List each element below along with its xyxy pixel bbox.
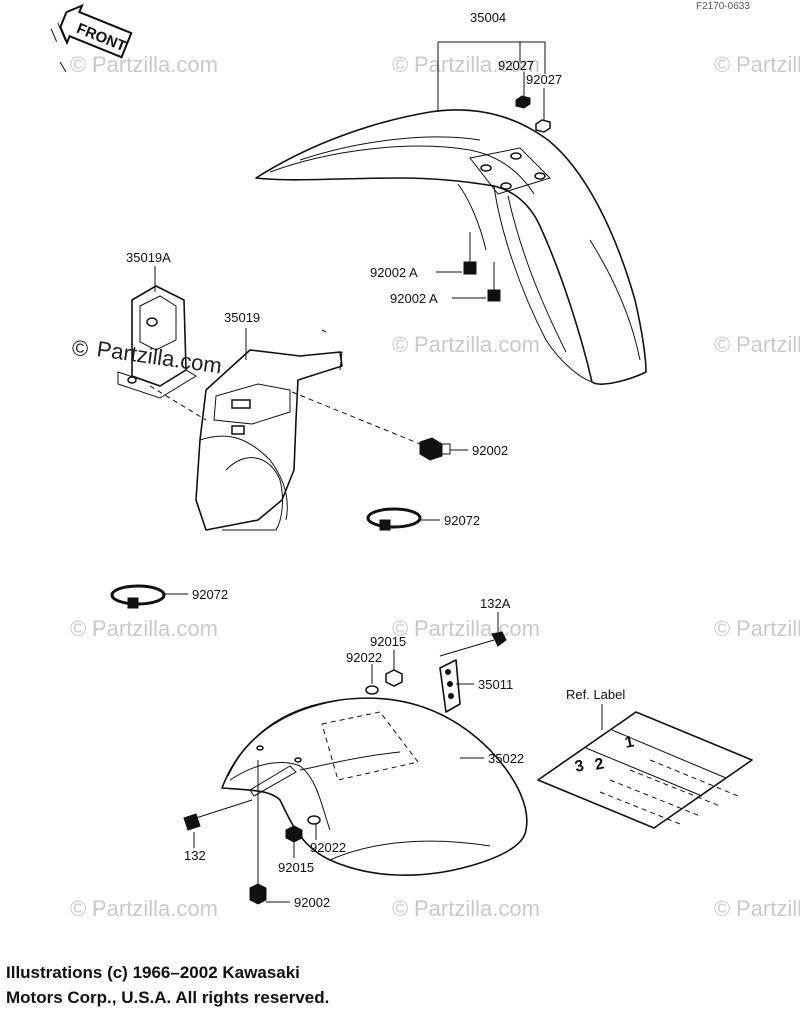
clamp-92072-icon bbox=[366, 507, 422, 531]
arrow-tick bbox=[59, 61, 67, 73]
part-132-label[interactable]: 132 bbox=[184, 848, 206, 863]
watermark-dark-text: Partzilla.com bbox=[95, 336, 223, 378]
watermark-symbol: © bbox=[392, 616, 408, 641]
watermark-text: Partzilla.com bbox=[414, 52, 540, 77]
ref-digit: 2 bbox=[593, 755, 605, 773]
assembly-line bbox=[291, 391, 421, 445]
part-35019-label[interactable]: 35019 bbox=[224, 310, 260, 325]
watermark-symbol: © bbox=[392, 332, 408, 357]
part-35011-label[interactable]: 35011 bbox=[478, 677, 513, 692]
ref-label-drawing: 3 2 1 bbox=[537, 711, 753, 829]
watermark-text: Partzilla.com bbox=[736, 52, 800, 77]
part-92015-label[interactable]: 92015 bbox=[278, 860, 314, 875]
part-132a-label[interactable]: 132A bbox=[480, 596, 511, 611]
watermark-symbol: © bbox=[392, 52, 408, 77]
watermark-text: Partzilla.com bbox=[414, 616, 540, 641]
part-92027-label[interactable]: 92027 bbox=[498, 58, 534, 73]
copyright-line-1: Illustrations (c) 1966–2002 Kawasaki bbox=[6, 963, 300, 982]
assembly-line bbox=[149, 385, 207, 421]
copyright-line-2: Motors Corp., U.S.A. All rights reserved… bbox=[6, 988, 330, 1007]
copyright-notice: Illustrations (c) 1966–2002 Kawasaki Mot… bbox=[6, 960, 466, 1010]
watermark-symbol: © bbox=[70, 52, 86, 77]
bolt-92002-icon bbox=[249, 760, 267, 905]
watermark-text: Partzilla.com bbox=[414, 332, 540, 357]
part-92002a-label[interactable]: 92002 A bbox=[370, 265, 418, 280]
watermark-symbol: © bbox=[70, 896, 86, 921]
part-35022-label[interactable]: 35022 bbox=[488, 751, 524, 766]
watermark-text: Partzilla.com bbox=[736, 896, 800, 921]
washer-nut-top-icon bbox=[365, 669, 403, 695]
rear-fender-drawing bbox=[221, 697, 528, 876]
front-arrow-icon: FRONT bbox=[50, 3, 133, 59]
part-92027-label[interactable]: 92027 bbox=[526, 72, 562, 87]
watermark-symbol: © bbox=[714, 616, 730, 641]
clamp-92072-icon bbox=[110, 584, 166, 609]
bolt-132-icon bbox=[183, 799, 253, 831]
watermark-text: Partzilla.com bbox=[92, 52, 218, 77]
fork-guard-35019-drawing bbox=[195, 349, 343, 531]
part-92072-label[interactable]: 92072 bbox=[192, 587, 228, 602]
front-fender-drawing bbox=[255, 109, 647, 385]
nut-92027-icon bbox=[515, 95, 551, 133]
ref-label-caption[interactable]: Ref. Label bbox=[566, 687, 625, 702]
bolt-92002a-icon bbox=[463, 232, 501, 302]
part-35004-label[interactable]: 35004 bbox=[470, 10, 506, 25]
watermark-layer: ©Partzilla.com ©Partzilla.com ©Partzilla… bbox=[70, 52, 800, 921]
watermark-dark-symbol: © bbox=[72, 336, 88, 361]
bracket-35019a-drawing bbox=[117, 285, 197, 399]
watermark-symbol: © bbox=[714, 52, 730, 77]
ref-digit: 1 bbox=[623, 733, 635, 751]
plate-35011-drawing bbox=[439, 659, 461, 713]
watermark-symbol: © bbox=[714, 332, 730, 357]
diagram-code: F2170-0633 bbox=[696, 1, 750, 12]
part-92002a-label[interactable]: 92002 A bbox=[390, 291, 438, 306]
watermark-text: Partzilla.com bbox=[736, 332, 800, 357]
part-92002-label[interactable]: 92002 bbox=[472, 443, 508, 458]
watermark-text: Partzilla.com bbox=[414, 896, 540, 921]
watermark-text: Partzilla.com bbox=[92, 616, 218, 641]
part-35019a-label[interactable]: 35019A bbox=[126, 250, 171, 265]
part-92072-label[interactable]: 92072 bbox=[444, 513, 480, 528]
bolt-132a-icon bbox=[439, 631, 507, 657]
watermark-symbol: © bbox=[714, 896, 730, 921]
bolt-92002-icon bbox=[419, 437, 451, 461]
watermark-symbol: © bbox=[392, 896, 408, 921]
ref-digit: 3 bbox=[573, 757, 585, 775]
watermark-symbol: © bbox=[70, 616, 86, 641]
part-92002-label[interactable]: 92002 bbox=[294, 895, 330, 910]
part-92015-label[interactable]: 92015 bbox=[370, 634, 406, 649]
part-92022-label[interactable]: 92022 bbox=[310, 840, 346, 855]
watermark-text: Partzilla.com bbox=[92, 896, 218, 921]
watermark-text: Partzilla.com bbox=[736, 616, 800, 641]
part-92022-label[interactable]: 92022 bbox=[346, 650, 382, 665]
washer-nut-bottom-icon bbox=[285, 815, 321, 843]
